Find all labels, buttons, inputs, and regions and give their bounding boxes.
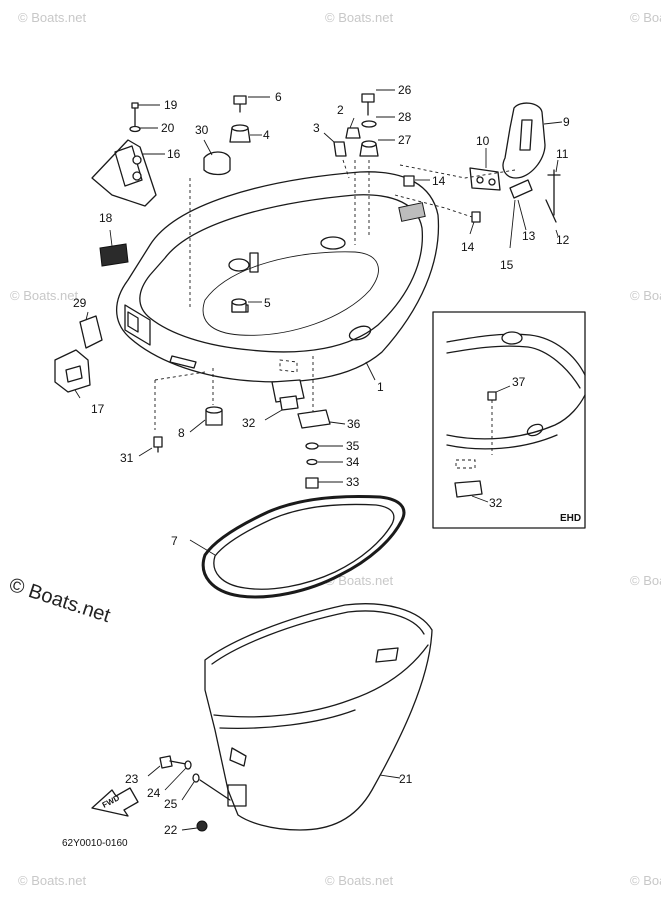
watermark-logo-text: © Boats.net (6, 574, 113, 627)
callout-31: 31 (120, 451, 134, 465)
callout-9: 9 (563, 115, 570, 129)
callout-33: 33 (346, 475, 360, 489)
callout-7: 7 (171, 534, 178, 548)
callout-32: 32 (242, 416, 256, 430)
watermark-text: © Boats.net (18, 10, 87, 25)
forward-arrow-icon: FWD (91, 787, 139, 817)
diagram-code: 62Y0010-0160 (62, 838, 128, 849)
callout-13: 13 (522, 229, 536, 243)
callout-36: 36 (347, 417, 361, 431)
rear-hinge-assembly (403, 102, 561, 223)
callout-19: 19 (164, 98, 178, 112)
ehd-inset: EHD (432, 311, 586, 529)
callout-15: 15 (500, 258, 514, 272)
callout-labels: 1 2 3 4 5 6 7 8 9 10 11 12 13 14 14 15 1… (73, 83, 570, 837)
callout-32: 32 (489, 496, 503, 510)
callout-22: 22 (164, 823, 178, 837)
callout-34: 34 (346, 455, 360, 469)
inset-label: EHD (560, 513, 581, 524)
clip-18 (99, 243, 129, 267)
watermark-text: © Boats.net (18, 873, 87, 888)
callout-18: 18 (99, 211, 113, 225)
callout-8: 8 (178, 426, 185, 440)
callout-11: 11 (556, 147, 569, 161)
lower-fasteners (153, 379, 331, 489)
callout-3: 3 (313, 121, 320, 135)
callout-21: 21 (399, 772, 413, 786)
callout-14: 14 (461, 240, 475, 254)
callout-30: 30 (195, 123, 209, 137)
callout-20: 20 (161, 121, 175, 135)
bottom-fasteners (159, 755, 231, 832)
callout-25: 25 (164, 797, 178, 811)
callout-12: 12 (556, 233, 570, 247)
watermark-text: © Boats.net (325, 10, 394, 25)
callout-23: 23 (125, 772, 139, 786)
callout-17: 17 (91, 402, 105, 416)
watermark-text: © Boats.net (10, 288, 79, 303)
bottom-cowling (204, 603, 433, 831)
callout-2: 2 (337, 103, 344, 117)
watermark-text: © Boats.net (325, 573, 394, 588)
callout-35: 35 (346, 439, 360, 453)
grommets (203, 95, 251, 313)
dashed-guides (154, 159, 516, 430)
top-cowling (116, 171, 440, 383)
callout-4: 4 (263, 128, 270, 142)
watermark-text: © Boats.net (630, 573, 661, 588)
watermark-text: © Boats.net (325, 873, 394, 888)
front-bracket-assembly (91, 102, 157, 207)
callout-1: 1 (377, 380, 384, 394)
callout-5: 5 (264, 296, 271, 310)
latch-assembly (54, 315, 103, 393)
callout-6: 6 (275, 90, 282, 104)
callout-28: 28 (398, 110, 412, 124)
callout-29: 29 (73, 296, 87, 310)
callout-24: 24 (147, 786, 161, 800)
leader-lines (74, 89, 563, 831)
callout-26: 26 (398, 83, 412, 97)
callout-10: 10 (476, 134, 490, 148)
callout-16: 16 (167, 147, 181, 161)
callout-27: 27 (398, 133, 412, 147)
watermark-text: © Boats.net (630, 10, 661, 25)
callout-14: 14 (432, 174, 446, 188)
watermark-text: © Boats.net (630, 873, 661, 888)
watermark-text: © Boats.net (630, 288, 661, 303)
callout-37: 37 (512, 375, 526, 389)
cowling-seal (201, 494, 406, 599)
rear-fittings (333, 93, 379, 157)
